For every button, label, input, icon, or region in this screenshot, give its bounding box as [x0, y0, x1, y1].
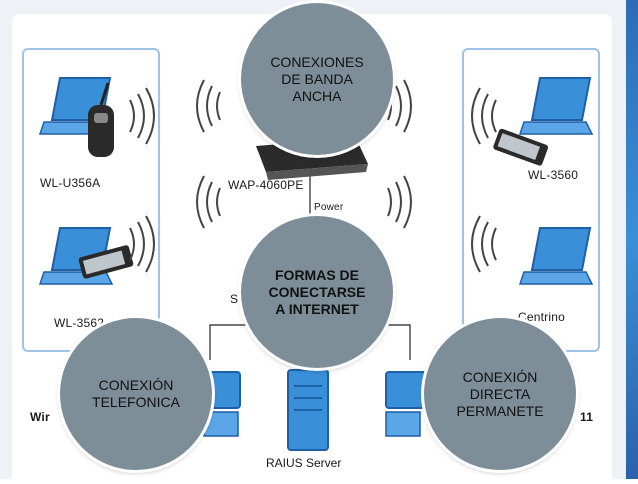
panel-label-wireless: Wir — [30, 410, 50, 424]
device-label-access-point: WAP-4060PE — [228, 178, 304, 192]
desktop-pc-icon — [385, 371, 431, 437]
circle-telephone: CONEXIÓN TELEFONICA — [60, 318, 212, 470]
device-label-centrino: Centrino — [518, 310, 565, 324]
wifi-waves-icon — [196, 79, 412, 229]
device-label-wl-u356a: WL-U356A — [40, 176, 101, 190]
slide-edge-bar — [626, 0, 638, 479]
circle-center: FORMAS DE CONECTARSE A INTERNET — [241, 216, 393, 368]
wifi-waves-icon — [129, 87, 155, 145]
device-label-switch: Sv — [230, 292, 245, 306]
usb-adapter-icon — [88, 82, 114, 157]
pcmcia-card-icon — [78, 245, 134, 279]
wifi-waves-icon — [129, 215, 155, 273]
circle-direct-text: CONEXIÓN DIRECTA PERMANETE — [456, 368, 544, 419]
server-icon — [287, 369, 329, 451]
pcmcia-card-icon — [493, 128, 549, 166]
circle-direct: CONEXIÓN DIRECTA PERMANETE — [424, 318, 576, 470]
panel-label-right: 11 — [580, 410, 594, 424]
circle-broadband: CONEXIONES DE BANDA ANCHA — [241, 3, 393, 155]
server-label: RAIUS Server — [266, 456, 342, 470]
laptop-icon — [518, 77, 594, 135]
circle-telephone-text: CONEXIÓN TELEFONICA — [92, 377, 180, 410]
device-label-power: Power — [314, 202, 344, 213]
wifi-waves-icon — [471, 215, 497, 273]
circle-broadband-text: CONEXIONES DE BANDA ANCHA — [270, 53, 364, 104]
device-label-wl-3560: WL-3560 — [528, 168, 579, 182]
device-label-wl-3562: WL-3562 — [54, 316, 105, 330]
laptop-icon — [518, 227, 594, 285]
wifi-waves-icon — [471, 87, 497, 145]
circle-center-text: FORMAS DE CONECTARSE A INTERNET — [268, 266, 366, 317]
